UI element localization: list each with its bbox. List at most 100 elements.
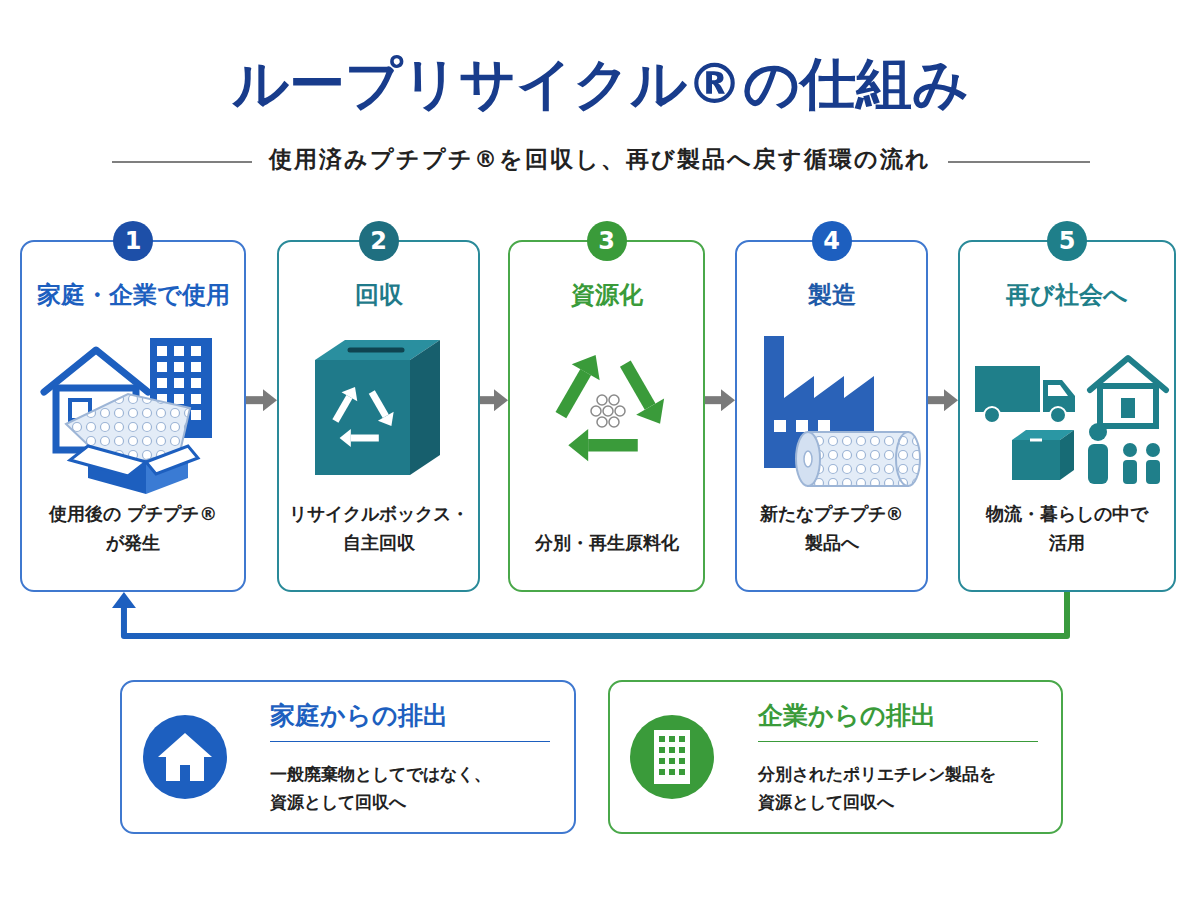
pellet-icon — [615, 406, 625, 416]
recycle-box-icon — [315, 340, 440, 360]
pellet-icon — [609, 417, 619, 427]
source-note-box: 家庭からの排出一般廃棄物としてではなく、 資源として回収へ — [120, 680, 576, 834]
step-description: 物流・暮らしの中で 活用 — [970, 500, 1164, 558]
family-icon — [1123, 460, 1137, 484]
family-icon — [1146, 443, 1160, 457]
note-heading: 家庭からの排出 — [270, 700, 550, 742]
pellet-icon — [597, 417, 607, 427]
bubble-wrap-roll — [804, 451, 812, 467]
step-number: 3 — [587, 221, 627, 261]
step-description: 新たなプチプチ® 製品へ — [747, 500, 916, 558]
process-step-box: 4製造新たなプチプチ® 製品へ — [735, 240, 928, 592]
process-step-box: 1家庭・企業で使用使用後の プチプチ®が発生 — [20, 240, 246, 592]
house-icon — [44, 350, 148, 392]
diagram-title: ループリサイクル®の仕組み — [0, 50, 1200, 117]
loop-arrow — [124, 592, 1067, 636]
cardboard-box-icon — [70, 446, 146, 476]
parcel-icon — [1012, 440, 1060, 480]
subtitle-rule — [948, 161, 1090, 163]
truck-icon — [984, 407, 1000, 423]
home-badge — [143, 715, 227, 799]
truck-icon — [1048, 385, 1068, 396]
house-icon — [1090, 358, 1166, 390]
house-icon — [44, 350, 148, 450]
company-badge — [654, 730, 690, 784]
step-heading: 回収 — [283, 280, 474, 311]
home-badge — [158, 733, 212, 781]
note-body: 一般廃棄物としてではなく、 資源として回収へ — [270, 760, 560, 816]
pellet-icon — [597, 395, 607, 405]
pellet-icon — [591, 406, 601, 416]
company-badge — [630, 715, 714, 799]
family-icon — [1088, 444, 1108, 484]
bubble-wrap-sheet — [66, 394, 190, 468]
truck-icon — [1043, 380, 1075, 412]
company-badge — [659, 736, 687, 776]
step-number: 4 — [812, 221, 852, 261]
note-heading: 企業からの排出 — [758, 700, 1038, 742]
family-icon — [1089, 423, 1107, 441]
parcel-icon — [1060, 430, 1074, 480]
truck-icon — [1050, 407, 1066, 423]
recycle-symbol — [547, 347, 674, 461]
building-icon — [150, 338, 212, 438]
recycle-box-icon — [315, 360, 410, 475]
recycle-symbol — [547, 347, 674, 461]
process-step-box: 3資源化分別・再生原料化 — [508, 240, 705, 592]
step-description: 使用後の プチプチ®が発生 — [32, 500, 234, 558]
family-icon — [1123, 443, 1137, 457]
step-heading: 資源化 — [514, 280, 699, 311]
factory-icon — [796, 420, 808, 432]
home-badge — [143, 715, 227, 799]
source-note-box: 企業からの排出分別されたポリエチレン製品を 資源として回収へ — [608, 680, 1063, 834]
cardboard-box-icon — [70, 446, 198, 494]
house-icon — [56, 388, 136, 450]
recycle-box-icon — [315, 340, 440, 475]
recycle-box-icon — [328, 383, 400, 448]
recycle-box-icon — [350, 348, 402, 353]
step-number: 1 — [113, 221, 153, 261]
process-step-box: 5再び社会へ物流・暮らしの中で 活用 — [958, 240, 1176, 592]
factory-icon — [764, 336, 874, 468]
bubble-wrap-roll — [796, 432, 820, 486]
factory-icon — [764, 336, 874, 468]
family-icon — [1088, 423, 1160, 484]
pellet-icon — [609, 395, 619, 405]
building-icon — [157, 346, 208, 426]
factory-icon — [774, 420, 786, 432]
parcel-icon — [1030, 439, 1042, 442]
step-number: 5 — [1047, 221, 1087, 261]
pellet-icon — [591, 395, 625, 427]
step-description: リサイクルボックス・ 自主回収 — [289, 500, 468, 558]
flow-arrow — [928, 396, 944, 404]
house-icon — [1090, 358, 1166, 426]
house-icon — [1100, 386, 1156, 426]
cardboard-box-icon — [88, 446, 146, 494]
cardboard-box-icon — [146, 446, 198, 474]
bubble-wrap-roll — [896, 432, 920, 486]
recycle-box-icon — [410, 340, 440, 475]
family-icon — [1146, 460, 1160, 484]
flow-arrow — [705, 396, 721, 404]
truck-icon — [975, 366, 1075, 423]
bubble-wrap-roll — [796, 432, 920, 486]
house-icon — [1121, 398, 1135, 418]
factory-icon — [818, 420, 830, 432]
building-icon — [150, 338, 212, 438]
bubble-wrap-sheet — [66, 394, 190, 468]
subtitle-rule — [112, 161, 252, 163]
step-heading: 家庭・企業で使用 — [26, 280, 240, 311]
house-icon — [70, 400, 90, 420]
bubble-wrap-roll — [808, 432, 908, 486]
cardboard-box-icon — [146, 446, 188, 494]
parcel-icon — [1012, 430, 1074, 480]
step-description: 分別・再生原料化 — [520, 529, 693, 558]
pellet-icon — [603, 406, 613, 416]
step-heading: 製造 — [741, 280, 922, 311]
subtitle-label: 使用済みプチプチ®を回収し、再び製品へ戻す循環の流れ — [0, 145, 1200, 175]
step-heading: 再び社会へ — [964, 280, 1170, 311]
home-badge — [180, 765, 190, 781]
parcel-icon — [1012, 430, 1074, 440]
